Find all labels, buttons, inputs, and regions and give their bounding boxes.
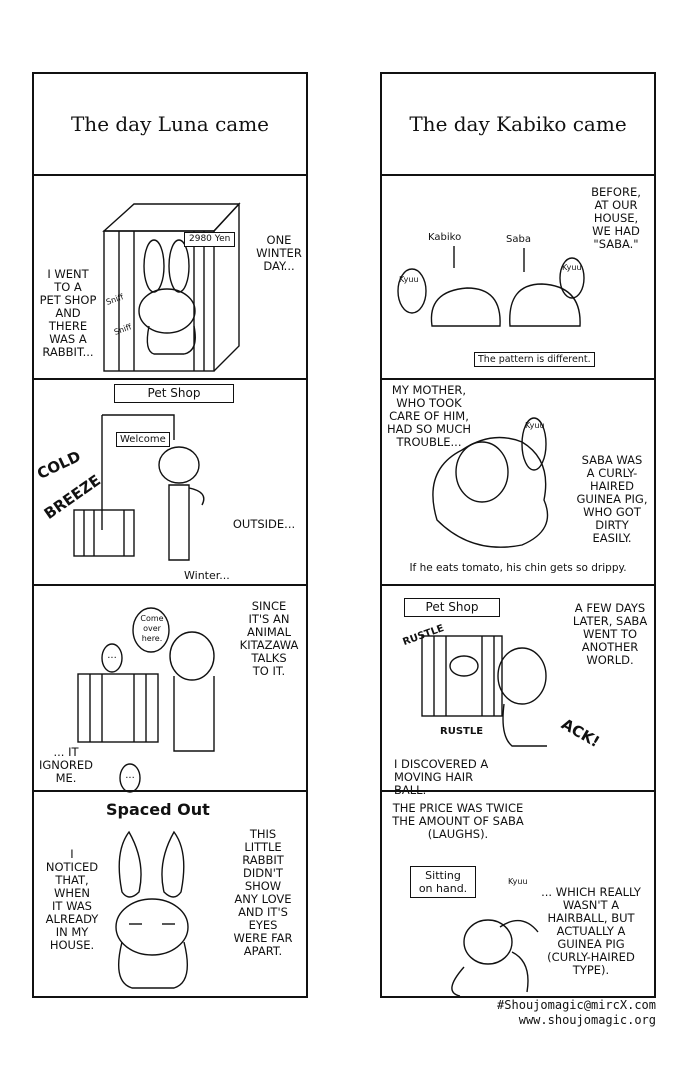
noticed-text: I NOTICED THAT, WHEN IT WAS ALREADY IN M… [45, 847, 99, 952]
rustle-sfx-2: RUSTLE [440, 726, 484, 737]
credits-irc: #Shoujomagic@mircX.com [497, 998, 656, 1012]
rabbit-cage-talk-illustration [77, 607, 215, 793]
left-comic-strip: The day Luna came 2980 Yen ONE WINTER DA… [32, 72, 308, 998]
ellipsis-bubble-1: ... [107, 650, 117, 661]
left-panel-3: Come over here. ... ... SINCE IT'S AN AN… [34, 586, 306, 793]
left-title: The day Luna came [70, 112, 270, 136]
credits-website: www.shoujomagic.org [518, 1013, 656, 1027]
saba-another-world-text: A FEW DAYS LATER, SABA WENT TO ANOTHER W… [572, 601, 648, 667]
ellipsis-bubble-2: ... [125, 770, 135, 781]
price-tag: 2980 Yen [184, 232, 236, 247]
before-saba-text: BEFORE, AT OUR HOUSE, WE HAD "SABA." [591, 185, 641, 251]
pet-shop-sign: Pet Shop [114, 384, 234, 403]
rabbit-in-cage-illustration [102, 202, 241, 372]
curly-guinea-pig-illustration [432, 417, 549, 548]
come-over-here-bubble: Come over here. [140, 614, 164, 643]
no-love-text: THIS LITTLE RABBIT DIDN'T SHOW ANY LOVE … [233, 827, 293, 958]
left-panel-2: Pet Shop Welcome COLD BREEZE OUTSIDE... … [34, 380, 306, 586]
spaced-out-rabbit-illustration [115, 830, 189, 989]
right-comic-strip: The day Kabiko came Kabiko Saba Kyuu Kyu… [380, 72, 656, 998]
right-title-panel: The day Kabiko came [382, 74, 654, 176]
guinea-pigs-illustration [397, 246, 585, 327]
shop-door-scene-illustration [73, 414, 205, 561]
discovered-hairball-text: I DISCOVERED A MOVING HAIR BALL. [394, 757, 489, 797]
pet-shop-sign-right: Pet Shop [404, 598, 500, 617]
actually-guinea-pig-text: ... WHICH REALLY WASN'T A HAIRBALL, BUT … [541, 885, 641, 977]
pattern-different-caption: The pattern is different. [474, 352, 595, 367]
kyuu-bubble-1: Kyuu [399, 275, 419, 284]
kabiko-label: Kabiko [428, 232, 462, 243]
mother-trouble-text: MY MOTHER, WHO TOOK CARE OF HIM, HAD SO … [386, 383, 472, 449]
saba-label: Saba [506, 234, 531, 245]
winter-text: Winter... [184, 569, 230, 582]
welcome-door-sign: Welcome [116, 432, 170, 447]
hairball-in-cage-illustration [421, 635, 547, 747]
tomato-caption: If he eats tomato, his chin gets so drip… [409, 562, 627, 574]
right-panel-1: Kabiko Saba Kyuu Kyuu BEFORE, AT OUR HOU… [382, 176, 654, 380]
kyuu-bubble-4: Kyuu [508, 877, 528, 886]
one-winter-day-text: ONE WINTER DAY... [256, 233, 302, 273]
right-panel-2: MY MOTHER, WHO TOOK CARE OF HIM, HAD SO … [382, 380, 654, 586]
kitazawa-talks-text: SINCE IT'S AN ANIMAL KITAZAWA TALKS TO I… [239, 599, 299, 678]
kyuu-bubble-3: Kyuu [525, 421, 545, 430]
kyuu-bubble-2: Kyuu [562, 263, 582, 272]
left-panel-4: Spaced Out I NOTICED THAT, WHEN IT WAS A… [34, 792, 306, 996]
guinea-pig-on-hand-illustration [451, 919, 539, 997]
spaced-out-sfx: Spaced Out [106, 800, 210, 819]
price-twice-text: THE PRICE WAS TWICE THE AMOUNT OF SABA (… [392, 801, 524, 841]
sitting-on-hand-caption: Sitting on hand. [410, 866, 476, 898]
ignored-me-text: ... IT IGNORED ME. [38, 745, 94, 785]
right-title: The day Kabiko came [409, 112, 627, 136]
left-panel-1: 2980 Yen ONE WINTER DAY... I WENT TO A P… [34, 176, 306, 380]
pet-shop-caption: I WENT TO A PET SHOP AND THERE WAS A RAB… [39, 267, 97, 359]
right-panel-3: Pet Shop RUSTLE RUSTLE ACK! A FEW DAYS L… [382, 586, 654, 797]
saba-curly-text: SABA WAS A CURLY- HAIRED GUINEA PIG, WHO… [576, 453, 648, 545]
outside-text: OUTSIDE... [232, 517, 296, 531]
right-panel-4: THE PRICE WAS TWICE THE AMOUNT OF SABA (… [382, 792, 654, 997]
scanlation-credits: #Shoujomagic@mircX.com www.shoujomagic.o… [497, 998, 656, 1028]
left-title-panel: The day Luna came [34, 74, 306, 176]
